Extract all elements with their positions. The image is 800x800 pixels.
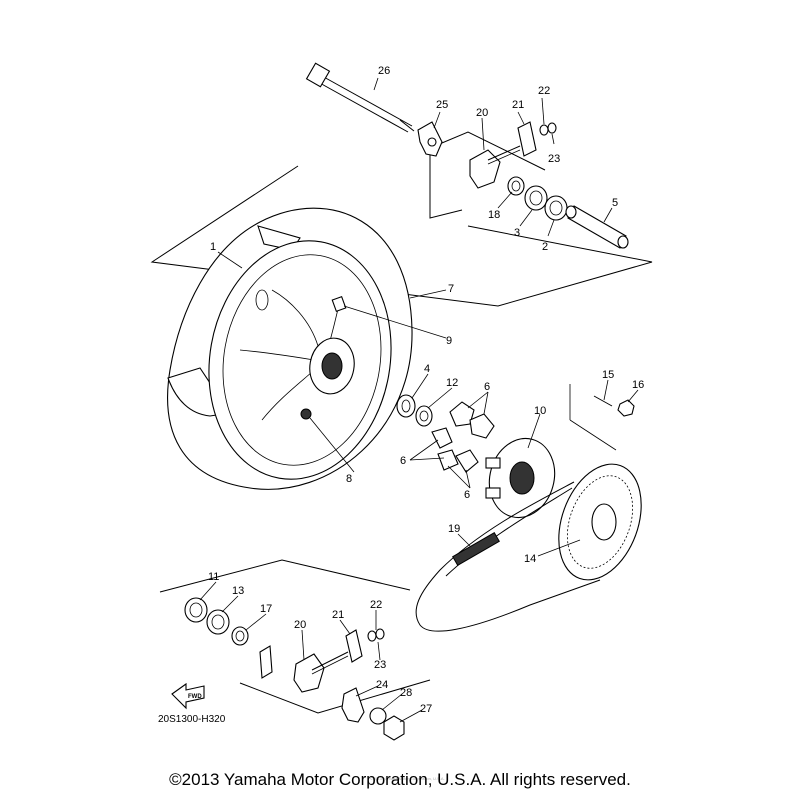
callout-3: 3: [514, 227, 520, 239]
chain-puller-upper: [469, 145, 521, 189]
nut-16: [617, 399, 635, 417]
leader-lines: [199, 77, 639, 723]
dampers-6: [431, 401, 495, 473]
nuts-upper: [539, 122, 557, 136]
callout-23-upper: 23: [548, 153, 560, 165]
drive-chain-19: [415, 481, 601, 632]
axle: [305, 62, 415, 133]
callout-10: 10: [534, 405, 546, 417]
axle-bracket: [417, 121, 443, 157]
callout-22-upper: 22: [538, 85, 550, 97]
callout-22-lower: 22: [370, 599, 382, 611]
callout-12: 12: [446, 377, 458, 389]
callout-15: 15: [602, 369, 614, 381]
spacer-5: [565, 205, 629, 249]
callout-6-left: 6: [400, 455, 406, 467]
adjuster-plate-upper: [517, 121, 537, 157]
callout-17: 17: [260, 603, 272, 615]
callout-14: 14: [524, 553, 536, 565]
bolt-15: [593, 395, 613, 407]
bracket-24: [341, 687, 365, 723]
fwd-arrow-icon: FWD: [171, 682, 205, 710]
nuts-lower: [367, 628, 385, 642]
callout-2: 2: [542, 241, 548, 253]
callout-11: 11: [208, 571, 219, 583]
washer-28: [369, 707, 387, 725]
collar-17: [231, 626, 249, 646]
callout-23-lower: 23: [374, 659, 386, 671]
bearing-13: [206, 609, 230, 635]
collar-18: [507, 176, 525, 196]
callout-labels: 26 25 20 21 22 23 18 3 2 5 1 7 9 8 4 12 …: [208, 65, 644, 715]
callout-27: 27: [420, 703, 432, 715]
fwd-label: FWD: [188, 694, 202, 700]
callout-21-lower: 21: [332, 609, 344, 621]
top-frame: [150, 165, 653, 307]
callout-19: 19: [448, 523, 460, 535]
callout-20-lower: 20: [294, 619, 306, 631]
collar-12: [415, 405, 433, 427]
copyright-notice: ©2013 Yamaha Motor Corporation, U.S.A. A…: [169, 770, 631, 789]
callout-9: 9: [446, 335, 452, 347]
sprocket-14: [558, 463, 642, 581]
callout-7: 7: [448, 283, 454, 295]
bottom-frame: [159, 559, 431, 714]
watermark: ©2013 Yamaha Motor Corporation, U.S.A.: [370, 776, 445, 781]
adjuster-plate-lower: [345, 629, 363, 663]
callout-21-upper: 21: [512, 99, 524, 111]
callout-24: 24: [376, 679, 388, 691]
nut-27: [383, 715, 405, 741]
callout-18: 18: [488, 209, 500, 221]
callout-20-upper: 20: [476, 107, 488, 119]
callout-28: 28: [400, 687, 412, 699]
rear-wheel: [167, 207, 413, 490]
diagram-code: 20S1300-H320: [158, 714, 226, 725]
callout-16: 16: [632, 379, 644, 391]
bearing-3: [524, 185, 548, 211]
callout-8: 8: [346, 473, 352, 485]
callout-13: 13: [232, 585, 244, 597]
callout-1: 1: [210, 241, 216, 253]
bearing-4: [396, 394, 416, 418]
callout-5: 5: [612, 197, 618, 209]
callout-4: 4: [424, 363, 430, 375]
chain-puller-lower: [259, 645, 349, 693]
callout-6-top: 6: [484, 381, 490, 393]
sprocket-hub-10: [485, 437, 556, 519]
callout-26: 26: [378, 65, 390, 77]
callout-6-bottom: 6: [464, 489, 470, 501]
callout-25: 25: [436, 99, 448, 111]
bearing-2: [544, 195, 568, 221]
bearing-11: [184, 597, 208, 623]
